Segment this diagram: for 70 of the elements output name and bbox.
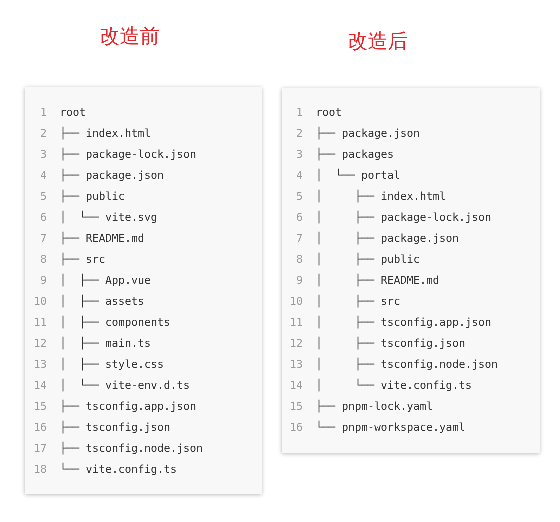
code-line: ├── tsconfig.json [60, 421, 171, 435]
line-number: 4 [39, 169, 47, 183]
code-line: │ ├── components [60, 316, 171, 330]
code-line: │ ├── tsconfig.node.json [316, 358, 498, 372]
code-line: │ └── vite.config.ts [316, 379, 472, 393]
code-line: root [60, 106, 86, 120]
line-number: 4 [295, 169, 303, 183]
code-line: │ ├── index.html [316, 190, 446, 204]
line-number: 6 [295, 211, 303, 225]
code-line: └── pnpm-workspace.yaml [316, 421, 466, 435]
code-line: │ ├── package-lock.json [316, 211, 492, 225]
code-line: │ └── vite.svg [60, 211, 158, 225]
line-number: 9 [39, 274, 47, 288]
code-line: ├── package.json [60, 169, 164, 183]
line-number: 2 [295, 127, 303, 141]
line-number: 1 [39, 106, 47, 120]
code-line: ├── public [60, 190, 126, 204]
line-number: 1 [295, 106, 303, 120]
code-line: ├── index.html [60, 127, 152, 141]
line-number: 12 [32, 337, 47, 351]
code-line: │ ├── public [316, 253, 420, 267]
line-number: 5 [295, 190, 303, 204]
line-number: 10 [288, 295, 303, 309]
code-line: │ ├── tsconfig.app.json [316, 316, 492, 330]
code-line: │ ├── style.css [60, 358, 164, 372]
code-line: ├── package.json [316, 127, 420, 141]
line-number: 13 [32, 358, 47, 372]
line-number: 13 [288, 358, 303, 372]
code-line: ├── tsconfig.node.json [60, 442, 204, 456]
code-line: └── vite.config.ts [60, 463, 178, 477]
code-line: │ ├── main.ts [60, 337, 152, 351]
line-number: 14 [32, 379, 47, 393]
code-line: │ ├── src [316, 295, 401, 309]
line-number: 8 [39, 253, 47, 267]
line-number: 18 [32, 463, 47, 477]
line-number: 2 [39, 127, 47, 141]
code-line: │ └── portal [316, 169, 401, 183]
code-line: ├── pnpm-lock.yaml [316, 400, 434, 414]
line-number: 10 [32, 295, 47, 309]
line-number: 16 [32, 421, 47, 435]
line-number: 3 [295, 148, 303, 162]
code-line: │ ├── package.json [316, 232, 460, 246]
heading: 改造后 [348, 30, 408, 52]
line-number: 6 [39, 211, 47, 225]
line-number: 5 [39, 190, 47, 204]
code-line: root [316, 106, 342, 120]
line-number: 15 [32, 400, 47, 414]
line-number: 11 [288, 316, 303, 330]
code-line: │ ├── tsconfig.json [316, 337, 466, 351]
code-line: ├── src [60, 253, 106, 267]
code-line: ├── package-lock.json [60, 148, 197, 162]
line-number: 7 [39, 232, 47, 246]
line-number: 14 [288, 379, 303, 393]
line-number: 17 [32, 442, 47, 456]
line-number: 8 [295, 253, 303, 267]
code-line: │ └── vite-env.d.ts [60, 379, 190, 393]
line-number: 11 [32, 316, 47, 330]
code-line: │ ├── README.md [316, 274, 440, 288]
line-number: 7 [295, 232, 303, 246]
line-number: 16 [288, 421, 303, 435]
code-line: ├── tsconfig.app.json [60, 400, 197, 414]
code-line: │ ├── App.vue [60, 274, 152, 288]
heading: 改造前 [100, 25, 160, 47]
line-number: 3 [39, 148, 47, 162]
line-number: 15 [288, 400, 303, 414]
line-number: 12 [288, 337, 303, 351]
code-line: ├── packages [316, 148, 394, 162]
line-number: 9 [295, 274, 303, 288]
code-line: ├── README.md [60, 232, 145, 246]
code-line: │ ├── assets [60, 295, 145, 309]
